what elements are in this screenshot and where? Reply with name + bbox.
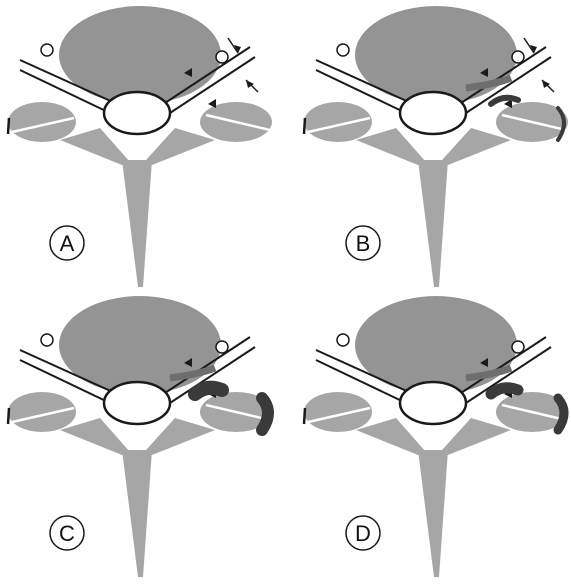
panel-b: B xyxy=(304,6,568,287)
right-foramen xyxy=(216,51,228,63)
left-transverse-process xyxy=(304,102,372,142)
thickened-ligament xyxy=(491,98,518,104)
spinal-canal xyxy=(104,92,170,134)
left-transverse-process xyxy=(304,392,372,432)
spinous-process xyxy=(122,160,152,287)
left-process-edge xyxy=(304,408,305,424)
indicator-arrow-upper xyxy=(524,38,534,53)
panel-label: B xyxy=(356,231,371,256)
right-process-osteophyte xyxy=(262,398,268,430)
right-foramen xyxy=(512,51,524,63)
spinal-canal xyxy=(104,382,170,424)
spinal-canal xyxy=(400,382,466,424)
left-process-edge xyxy=(8,408,9,424)
spinous-process xyxy=(418,450,448,577)
left-foramen xyxy=(337,44,349,56)
thickened-ligament xyxy=(491,388,518,394)
panel-label: C xyxy=(59,521,75,546)
spinal-canal xyxy=(400,92,466,134)
panel-label: A xyxy=(60,231,75,256)
indicator-arrow-upper xyxy=(228,38,238,53)
left-foramen xyxy=(41,334,53,346)
left-transverse-process xyxy=(8,102,76,142)
panel-c: C xyxy=(8,296,272,577)
left-process-edge xyxy=(8,118,9,134)
left-foramen xyxy=(337,334,349,346)
left-process-edge xyxy=(304,118,305,134)
pointer-triangle-process xyxy=(208,99,216,108)
right-foramen xyxy=(216,341,228,353)
spinous-process xyxy=(122,450,152,577)
panel-label: D xyxy=(355,521,371,546)
panel-d: D xyxy=(304,296,568,577)
panel-a: A xyxy=(8,6,272,287)
right-foramen xyxy=(512,341,524,353)
spinous-process xyxy=(418,160,448,287)
left-foramen xyxy=(41,44,53,56)
thickened-ligament xyxy=(195,388,222,394)
left-transverse-process xyxy=(8,392,76,432)
